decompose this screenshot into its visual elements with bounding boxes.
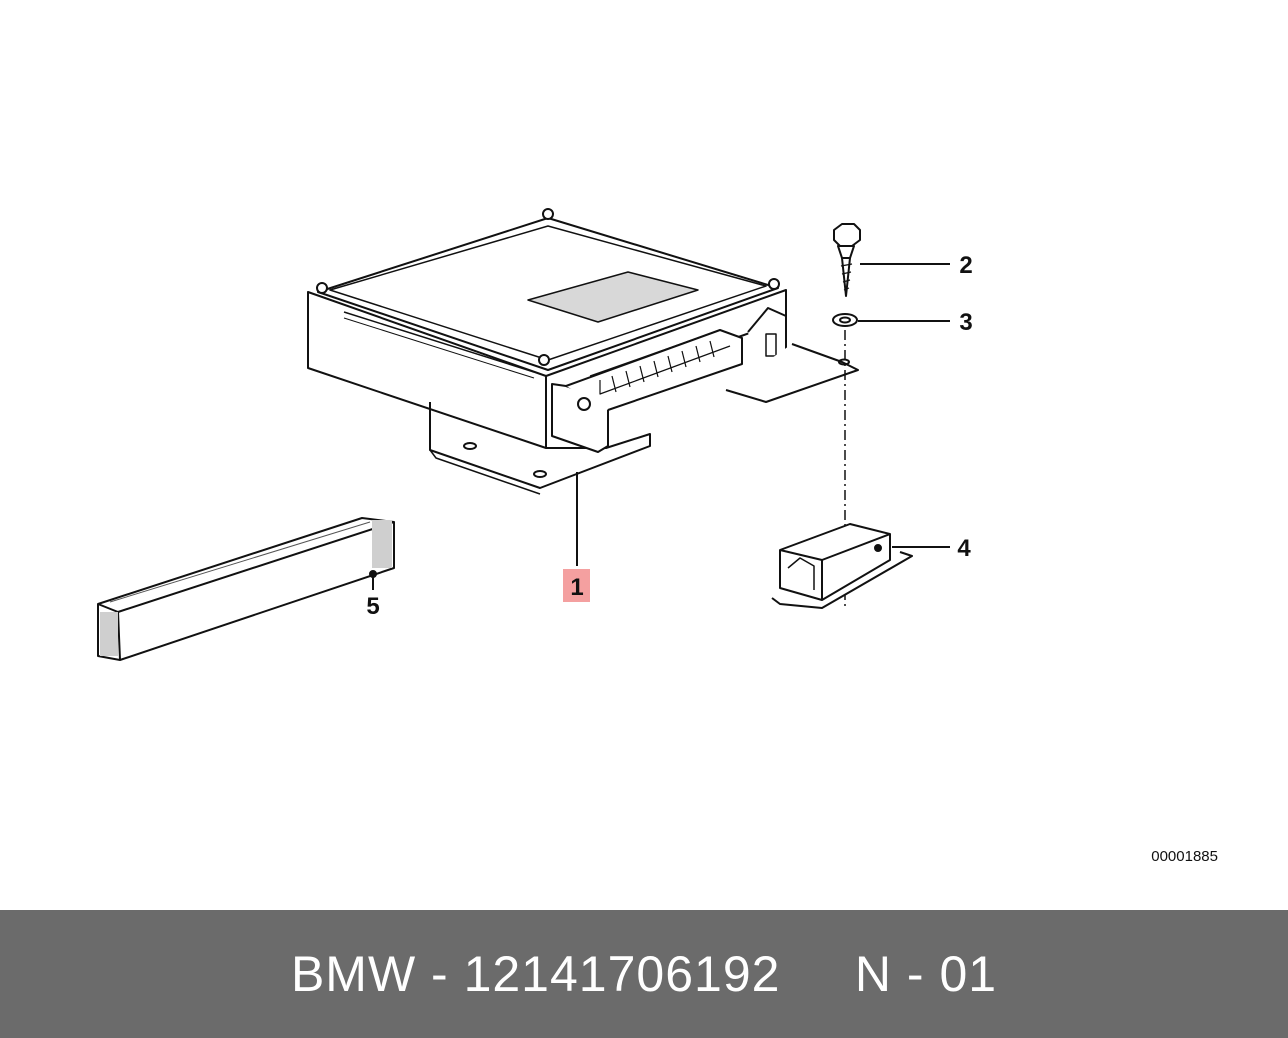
callout-1: 1 [570, 574, 583, 601]
bolt-illustration [833, 223, 950, 297]
foam-strip-illustration [97, 517, 395, 661]
diagram-reference-code: 00001885 [1151, 848, 1218, 865]
parts-diagram: 1 2 3 4 5 00001885 [97, 208, 1218, 865]
part-number-text: BMW - 12141706192 N - 01 [290, 946, 998, 1002]
callout-3: 3 [959, 309, 972, 336]
control-unit-illustration [307, 208, 859, 566]
washer-illustration [832, 313, 950, 327]
holder-clip-illustration [771, 523, 950, 609]
part-number-footer: BMW - 12141706192 N - 01 [0, 910, 1288, 1038]
callout-4: 4 [957, 535, 971, 562]
callout-2: 2 [959, 252, 972, 279]
callout-1-highlight [563, 569, 590, 602]
callout-5: 5 [366, 593, 379, 620]
